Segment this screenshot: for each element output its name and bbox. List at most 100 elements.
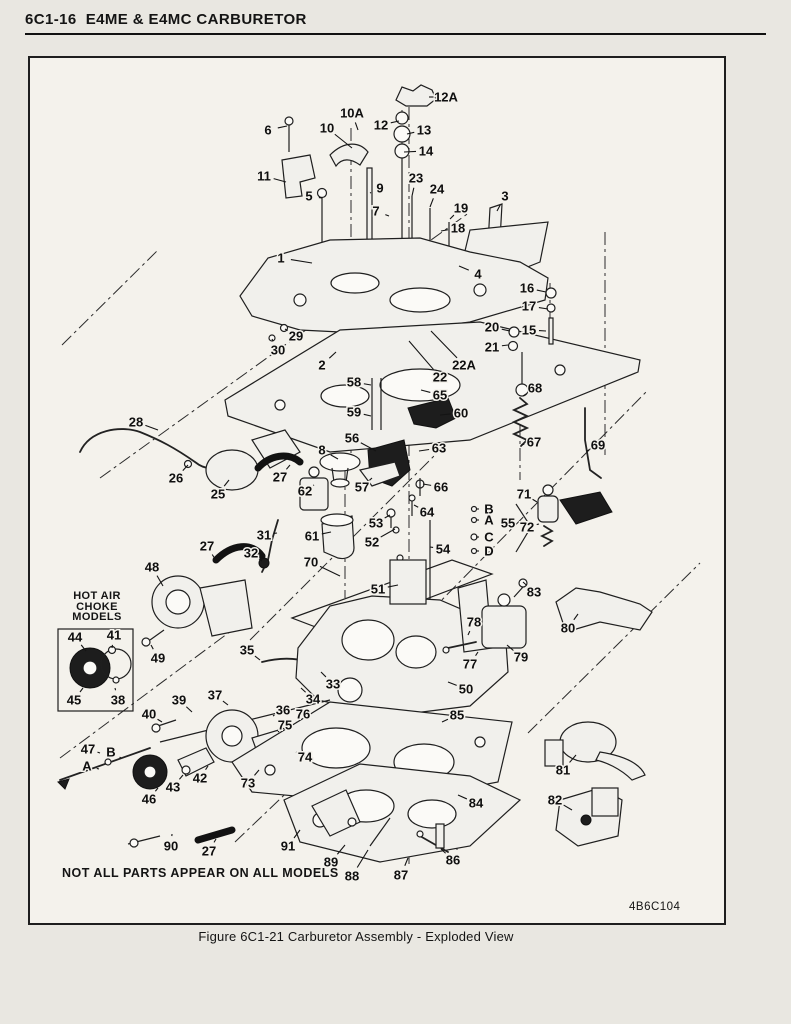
part-callout-85: 85 (450, 708, 464, 723)
leader-line-27 (285, 464, 291, 470)
part-callout-61: 61 (305, 529, 319, 544)
part-callout-D: D (484, 544, 493, 559)
leader-line-28 (145, 424, 159, 431)
part-callout-22A: 22A (452, 358, 476, 373)
leader-line-30 (271, 338, 274, 342)
leader-line-56 (360, 442, 377, 452)
part-callout-82: 82 (548, 793, 562, 808)
part-callout-27: 27 (273, 470, 287, 485)
leader-line-78 (467, 630, 471, 636)
part-callout-86: 86 (446, 853, 460, 868)
part-callout-28: 28 (129, 415, 143, 430)
part-callout-63: 63 (432, 441, 446, 456)
leader-line-35 (254, 655, 261, 661)
part-callout-2: 2 (318, 358, 325, 373)
part-callout-56: 56 (345, 431, 359, 446)
leader-line-25 (223, 479, 230, 487)
part-callout-89: 89 (324, 855, 338, 870)
part-callout-12: 12 (374, 118, 388, 133)
part-callout-18: 18 (451, 221, 465, 236)
figure-caption: Figure 6C1-21 Carburetor Assembly - Expl… (198, 929, 514, 944)
leader-line-59 (363, 413, 372, 417)
part-callout-7: 7 (372, 204, 379, 219)
leader-line-70 (319, 565, 341, 577)
part-callout-B: B (484, 502, 493, 517)
leader-line-26 (182, 464, 189, 472)
leader-line-7 (385, 214, 390, 217)
part-callout-44: 44 (68, 630, 83, 645)
leader-line-81 (569, 754, 577, 763)
part-callout-64: 64 (420, 505, 435, 520)
part-callout-31: 31 (257, 528, 271, 543)
leader-line-38 (114, 687, 117, 691)
part-callout-77: 77 (463, 657, 477, 672)
leader-line-18 (440, 229, 449, 232)
leader-line-46 (154, 787, 159, 792)
part-callout-10A: 10A (340, 106, 364, 121)
part-callout-34: 34 (306, 692, 321, 707)
part-callout-9: 9 (376, 181, 383, 196)
part-callout-16: 16 (520, 281, 534, 296)
part-callout-26: 26 (169, 471, 183, 486)
part-callout-70: 70 (304, 555, 318, 570)
part-callout-79: 79 (514, 650, 528, 665)
part-callout-59: 59 (347, 405, 361, 420)
part-callout-21: 21 (485, 340, 499, 355)
part-callout-39: 39 (172, 693, 186, 708)
part-callout-37: 37 (208, 688, 222, 703)
part-callout-65: 65 (433, 388, 447, 403)
leader-line-50 (447, 681, 457, 686)
leader-line-40 (157, 718, 163, 723)
leader-line-A (96, 767, 100, 770)
part-callout-27: 27 (200, 539, 214, 554)
leader-line-43 (178, 774, 184, 780)
part-callout-10: 10 (320, 121, 334, 136)
leader-line-69 (586, 449, 590, 452)
part-callout-46: 46 (142, 792, 156, 807)
leader-line-16 (536, 289, 547, 293)
hot-air-line-3: MODELS (72, 611, 122, 623)
part-callout-8: 8 (318, 443, 325, 458)
part-callout-B: B (106, 745, 115, 760)
leader-line-10 (334, 133, 353, 149)
part-callout-47: 47 (81, 742, 95, 757)
part-callout-67: 67 (527, 435, 541, 450)
part-callout-83: 83 (527, 585, 541, 600)
leader-line-68 (522, 393, 527, 397)
leader-line-52 (380, 528, 396, 538)
part-callout-25: 25 (211, 487, 225, 502)
leader-line-24 (429, 198, 434, 208)
leader-line-71 (532, 498, 538, 503)
leader-line-79 (506, 644, 514, 651)
models-note: NOT ALL PARTS APPEAR ON ALL MODELS (62, 866, 339, 880)
leader-line-6 (277, 125, 288, 129)
part-callout-23: 23 (409, 171, 423, 186)
leader-line-86 (440, 848, 447, 854)
part-callout-90: 90 (164, 839, 178, 854)
leader-line-82 (563, 804, 573, 811)
leader-line-77 (475, 651, 479, 656)
part-callout-32: 32 (244, 546, 258, 561)
part-callout-49: 49 (151, 651, 165, 666)
leader-line-B (119, 756, 122, 759)
diagram-art (57, 84, 653, 863)
leader-line-11 (273, 178, 287, 183)
leader-line-27 (213, 838, 217, 843)
part-callout-66: 66 (434, 480, 448, 495)
part-callout-75: 75 (278, 718, 292, 733)
part-callout-3: 3 (501, 189, 508, 204)
leader-line-22A (430, 330, 458, 359)
leader-line-89 (336, 844, 346, 855)
part-callout-36: 36 (276, 703, 290, 718)
part-callout-C: C (484, 530, 494, 545)
leader-line-47 (97, 751, 101, 754)
part-callout-76: 76 (296, 707, 310, 722)
leader-line-33 (320, 671, 327, 678)
leader-line-88 (356, 849, 369, 868)
part-callout-40: 40 (142, 707, 156, 722)
leader-line-61 (321, 531, 332, 535)
part-callout-73: 73 (241, 776, 255, 791)
leader-line-42 (205, 765, 209, 770)
leader-line-87 (404, 857, 409, 866)
